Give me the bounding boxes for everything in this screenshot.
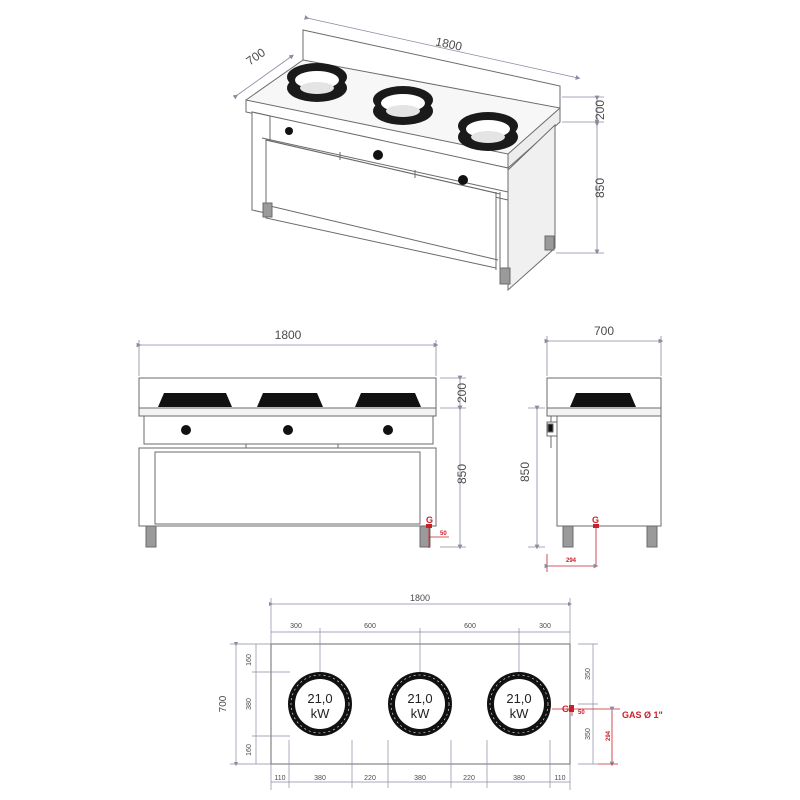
burner-3-power: 21,0 [506, 691, 531, 706]
plan-top-spacing-3: 600 [464, 623, 476, 630]
plan-bottom-spacing-4: 380 [414, 775, 426, 782]
burner-3-unit: kW [510, 706, 530, 721]
plan-right-dim-2: 350 [585, 728, 592, 740]
iso-knob-2 [373, 150, 383, 160]
burner-1-unit: kW [311, 706, 331, 721]
plan-top-spacing-2: 600 [364, 623, 376, 630]
front-burners [158, 393, 421, 435]
burner-2-power: 21,0 [407, 691, 432, 706]
plan-depth-label: 700 [218, 695, 229, 712]
iso-knob-3 [458, 175, 468, 185]
iso-dimension-lines [232, 15, 604, 255]
side-gas-label: G [592, 515, 599, 525]
plan-dimension-lines [230, 598, 598, 790]
side-depth-label: 700 [594, 324, 614, 338]
plan-burner-3: 21,0 kW [487, 672, 551, 736]
iso-splash-label: 200 [593, 100, 607, 120]
front-splash-label: 200 [455, 383, 469, 403]
plan-bottom-spacing-5: 220 [463, 775, 475, 782]
plan-bottom-spacing-1: 110 [274, 775, 285, 782]
side-dimension-lines [528, 336, 664, 550]
iso-depth-label: 700 [243, 45, 268, 68]
side-gas-connection: G 294 [544, 515, 599, 572]
front-knob-3 [383, 425, 393, 435]
iso-height-label: 850 [593, 178, 607, 198]
front-knob-2 [283, 425, 293, 435]
plan-gas-small-label: 50 [578, 710, 585, 716]
plan-bottom-spacing-2: 380 [314, 775, 326, 782]
plan-bottom-spacing-6: 380 [513, 775, 525, 782]
front-gas-connection: G 50 [426, 515, 449, 548]
plan-top-spacing-1: 300 [290, 623, 302, 630]
plan-burner-2: 21,0 kW [388, 672, 452, 736]
plan-gas-offset-label: 294 [606, 730, 612, 741]
front-gas-offset-label: 50 [440, 531, 447, 537]
front-length-label: 1800 [275, 328, 302, 342]
front-knob-1 [181, 425, 191, 435]
burner-1-power: 21,0 [307, 691, 332, 706]
side-height-label: 850 [518, 462, 532, 482]
plan-length-label: 1800 [410, 593, 430, 603]
side-gas-offset-label: 294 [566, 558, 577, 564]
plan-left-dim-3: 160 [246, 744, 253, 756]
iso-knob-1 [285, 127, 293, 135]
front-burner-3 [355, 393, 421, 407]
front-height-label: 850 [455, 464, 469, 484]
iso-burner-2 [373, 86, 433, 125]
plan-bottom-spacing-3: 220 [364, 775, 376, 782]
iso-length-label: 1800 [434, 34, 463, 53]
plan-gas-size-label: GAS Ø 1" [622, 710, 663, 720]
burner-2-unit: kW [411, 706, 431, 721]
plan-right-dim-1: 350 [585, 668, 592, 680]
plan-bottom-spacing-7: 110 [554, 775, 565, 782]
plan-burners: 21,0 kW 21,0 kW 21,0 kW [288, 672, 551, 736]
front-dimension-lines [136, 340, 466, 550]
plan-left-dim-2: 380 [246, 698, 253, 710]
front-burner-1 [158, 393, 232, 407]
side-burner [570, 393, 636, 407]
front-burner-2 [257, 393, 323, 407]
plan-top-spacing-4: 300 [539, 623, 551, 630]
plan-gas-connection: G 50 GAS Ø 1" 294 [552, 704, 663, 767]
iso-burner-1 [287, 63, 347, 102]
iso-burner-3 [458, 112, 518, 151]
front-gas-label: G [426, 515, 433, 525]
plan-gas-label: G [562, 704, 569, 714]
plan-left-dim-1: 160 [246, 654, 253, 666]
plan-burner-1: 21,0 kW [288, 672, 352, 736]
